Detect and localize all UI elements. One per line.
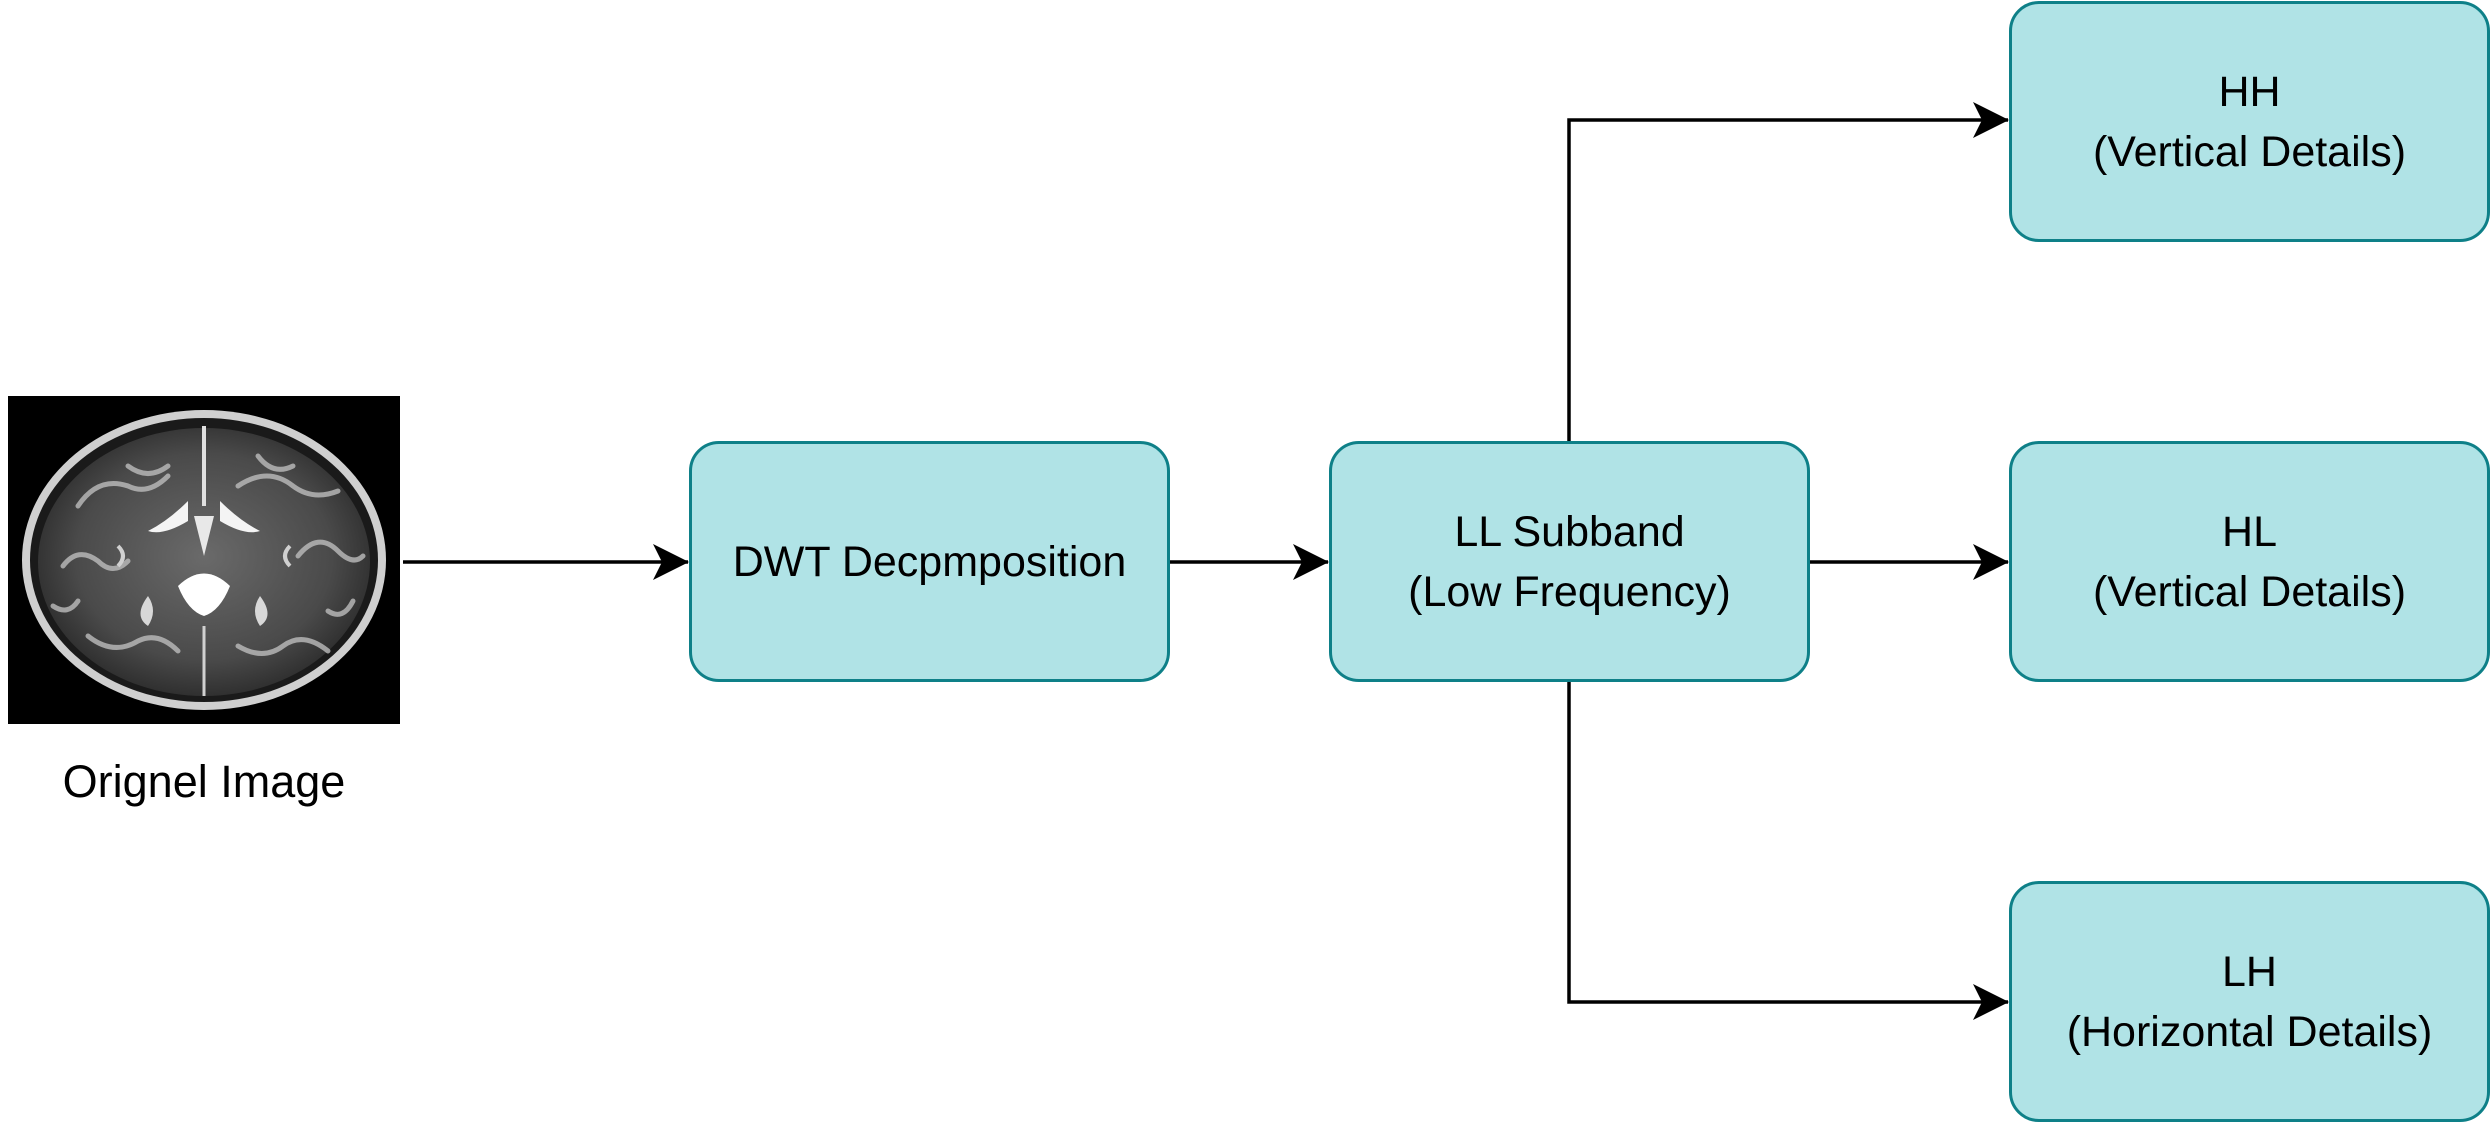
hl-subband-node: HL (Vertical Details): [2009, 441, 2490, 682]
input-image-caption: Orignel Image: [62, 756, 346, 807]
lh-node-subtitle: (Horizontal Details): [2066, 1007, 2433, 1056]
hl-node-subtitle: (Vertical Details): [2092, 567, 2407, 616]
dwt-decomposition-node: DWT Decpmposition: [689, 441, 1170, 682]
hh-node-subtitle: (Vertical Details): [2092, 127, 2407, 176]
lh-subband-node: LH (Horizontal Details): [2009, 881, 2490, 1122]
lh-node-title: LH: [2222, 947, 2277, 996]
hh-subband-node: HH (Vertical Details): [2009, 1, 2490, 242]
ll-node-title: LL Subband: [1454, 507, 1685, 556]
edge-ll-to-lh: [1567, 682, 2009, 1020]
ll-subband-node: LL Subband (Low Frequency): [1329, 441, 1810, 682]
hh-node-title: HH: [2218, 67, 2281, 116]
ll-node-subtitle: (Low Frequency): [1408, 567, 1731, 616]
dwt-node-label: DWT Decpmposition: [732, 537, 1127, 586]
edge-ll-to-hh: [1567, 102, 2009, 442]
brain-mri-image: [8, 396, 400, 724]
hl-node-title: HL: [2222, 507, 2277, 556]
